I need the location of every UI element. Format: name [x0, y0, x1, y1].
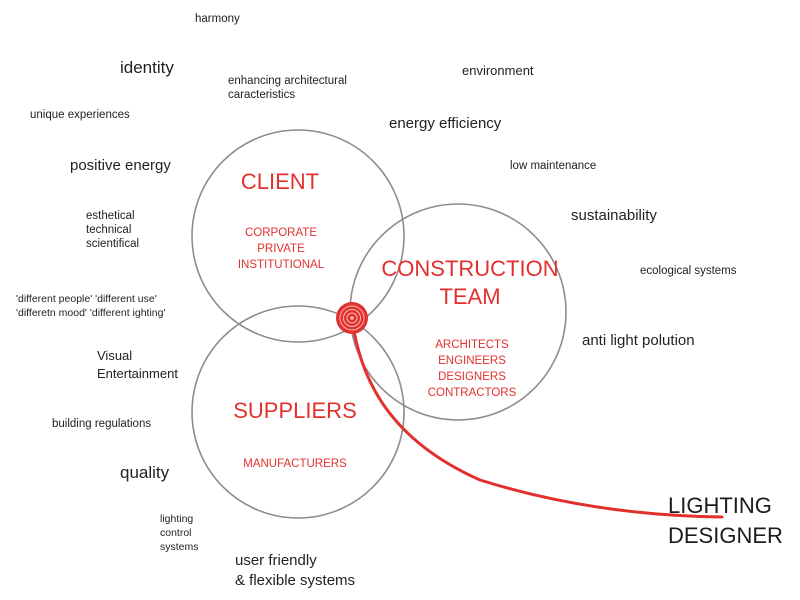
suppliers-circle	[191, 305, 405, 519]
keyword-technical: technical	[86, 224, 131, 236]
keyword-enhancing-line2: caracteristics	[228, 89, 295, 101]
keyword-ecological-systems: ecological systems	[640, 265, 737, 277]
keyword-enhancing-line1: enhancing architectural	[228, 75, 347, 87]
keyword-building-regulations: building regulations	[52, 418, 151, 430]
suppliers-sub-manufacturers: MANUFACTURERS	[243, 458, 347, 470]
construction-title-line1: CONSTRUCTION	[381, 256, 558, 281]
keyword-visual: Visual	[97, 348, 132, 363]
keyword-anti-light-pollution: anti light polution	[582, 332, 695, 349]
keyword-positive-energy: positive energy	[70, 157, 171, 174]
lighting-designer-line2: DESIGNER	[668, 523, 783, 548]
keyword-sustainability: sustainability	[571, 207, 657, 224]
keyword-lighting: lighting	[160, 513, 193, 525]
keyword-different-line2: 'differetn mood' 'different ighting'	[16, 307, 165, 319]
keyword-control: control	[160, 527, 192, 539]
keyword-esthetical: esthetical	[86, 210, 135, 222]
target-spiral-icon	[336, 302, 368, 334]
keyword-user-friendly: user friendly	[235, 552, 317, 569]
construction-sub-contractors: CONTRACTORS	[428, 387, 517, 399]
keyword-low-maintenance: low maintenance	[510, 160, 596, 172]
construction-title-line2: TEAM	[439, 284, 500, 309]
client-sub-institutional: INSTITUTIONAL	[238, 259, 325, 271]
lighting-designer-line1: LIGHTING	[668, 493, 772, 518]
keyword-harmony: harmony	[195, 13, 240, 25]
keyword-entertainment: Entertainment	[97, 366, 178, 381]
keyword-quality: quality	[120, 463, 170, 482]
keyword-energy-efficiency: energy efficiency	[389, 115, 502, 132]
keyword-identity: identity	[120, 58, 174, 77]
keyword-unique-experiences: unique experiences	[30, 109, 130, 121]
client-title: CLIENT	[241, 169, 319, 194]
client-sub-corporate: CORPORATE	[245, 227, 317, 239]
client-sub-private: PRIVATE	[257, 243, 305, 255]
keyword-different-line1: 'different people' 'different use'	[16, 293, 157, 305]
client-circle	[191, 129, 405, 343]
keyword-flexible-systems: & flexible systems	[235, 572, 355, 589]
construction-sub-engineers: ENGINEERS	[438, 355, 506, 367]
construction-sub-designers: DESIGNERS	[438, 371, 506, 383]
suppliers-title: SUPPLIERS	[233, 398, 357, 423]
keyword-scientifical: scientifical	[86, 238, 139, 250]
lighting-designer-connector-line	[350, 316, 724, 519]
keyword-environment: environment	[462, 63, 534, 78]
keyword-systems: systems	[160, 541, 199, 553]
construction-sub-architects: ARCHITECTS	[435, 339, 509, 351]
